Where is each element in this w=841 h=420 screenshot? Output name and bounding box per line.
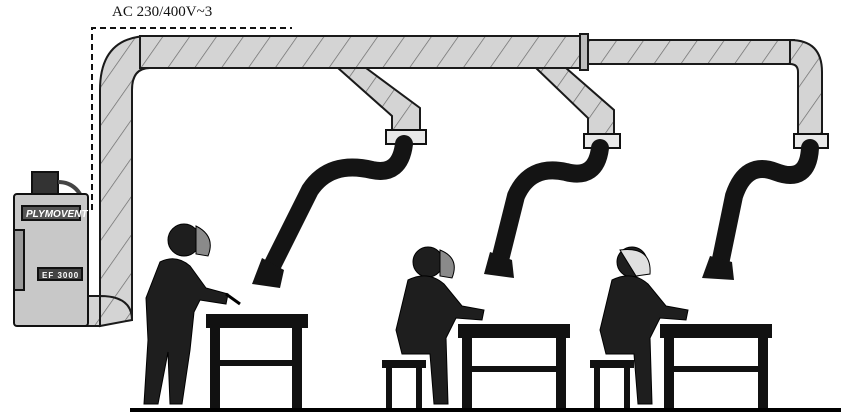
table-2 bbox=[458, 324, 570, 410]
hood-2 bbox=[484, 252, 514, 278]
power-supply-label: AC 230/400V~3 bbox=[112, 4, 213, 20]
stool-3 bbox=[590, 360, 634, 410]
welder-1-head bbox=[167, 223, 201, 257]
welder-1-torch bbox=[225, 292, 241, 306]
branch-ducts bbox=[335, 67, 615, 137]
welder-2-mask bbox=[439, 249, 455, 279]
branch-2 bbox=[533, 67, 615, 137]
table-3 bbox=[660, 324, 772, 410]
arm-hoods bbox=[252, 252, 734, 288]
arm-2 bbox=[491, 139, 609, 269]
unit-model-text: EF 3000 bbox=[42, 271, 79, 280]
welder-3-mask bbox=[619, 249, 651, 277]
unit-brand-text: PLYMOVENT bbox=[26, 209, 88, 220]
welder-3-body bbox=[599, 275, 689, 405]
unit-model-panel bbox=[37, 267, 83, 281]
duct-reducer bbox=[579, 33, 589, 71]
branch-1 bbox=[335, 67, 421, 133]
unit-side-strip bbox=[13, 229, 25, 291]
arm-3 bbox=[711, 139, 819, 273]
hood-3 bbox=[702, 256, 734, 280]
filter-unit bbox=[13, 171, 89, 327]
unit-brand-panel bbox=[21, 205, 81, 221]
duct-end-elbow bbox=[789, 38, 823, 137]
welder-standing bbox=[143, 223, 241, 405]
arm-1 bbox=[263, 135, 413, 275]
work-tables bbox=[206, 314, 772, 410]
welder-seated-1 bbox=[395, 246, 485, 405]
table-1 bbox=[206, 314, 308, 410]
unit-fan-housing bbox=[31, 171, 59, 195]
duct-secondary-run bbox=[587, 39, 795, 65]
welder-seated-2 bbox=[599, 246, 689, 405]
extraction-arms bbox=[263, 135, 819, 275]
welder-1-mask bbox=[195, 225, 211, 257]
welder-2-body bbox=[395, 275, 485, 405]
stools bbox=[382, 360, 634, 410]
hood-1 bbox=[252, 258, 284, 288]
duct-main-run bbox=[139, 35, 585, 69]
welder-2-head bbox=[412, 246, 444, 278]
stool-2 bbox=[382, 360, 426, 410]
floor-line bbox=[130, 408, 841, 412]
duct-riser bbox=[99, 34, 151, 321]
power-cable bbox=[91, 27, 292, 210]
